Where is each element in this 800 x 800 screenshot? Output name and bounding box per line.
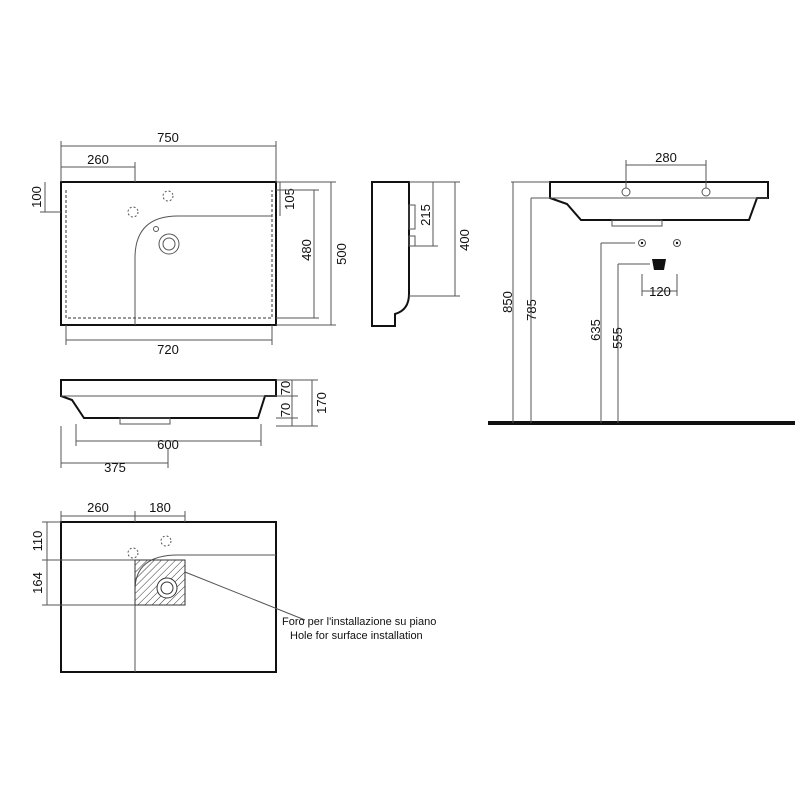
dim-170: 170: [314, 392, 329, 414]
dim-100: 100: [29, 186, 44, 208]
basin-inner-dashed: [65, 190, 273, 319]
side-bracket: [408, 204, 416, 230]
basin-front-profile: [60, 379, 277, 419]
side-bracket: [408, 235, 416, 247]
front-view: 70 70 170 600 375: [60, 379, 329, 475]
overflow-hole: [153, 226, 159, 232]
dim-600: 600: [157, 437, 179, 452]
water-supply-point: [638, 239, 646, 247]
dim-70a: 70: [278, 381, 293, 395]
dim-785: 785: [524, 299, 539, 321]
cutout-view: 260 180 110 164 Foro per l'installazione…: [30, 500, 436, 673]
side-view: 215 400: [371, 181, 472, 327]
drain-inner: [162, 237, 176, 251]
dim-280: 280: [655, 150, 677, 165]
basin-outline-top: [60, 181, 277, 326]
front-bracket: [119, 417, 171, 425]
elevation-view: 280 850 785 635 555 120: [488, 150, 795, 425]
top-view: 750 260 100 105 480 500 720: [29, 130, 349, 357]
dim-180: 180: [149, 500, 171, 515]
tap-hole-marker: [162, 190, 174, 202]
dim-260: 260: [87, 152, 109, 167]
basin-outline-cutout: [60, 521, 277, 673]
dim-555: 555: [610, 327, 625, 349]
tap-hole-elevation: [621, 187, 631, 197]
hole-note-en: Hole for surface installation: [290, 630, 423, 642]
dim-720: 720: [157, 342, 179, 357]
dim-70b: 70: [278, 403, 293, 417]
dim-105: 105: [282, 188, 297, 210]
hole-note-it: Foro per l'installazione su piano: [282, 616, 436, 628]
basin-side-profile: [371, 181, 410, 327]
elevation-bracket: [611, 219, 663, 227]
basin-elevation-profile: [549, 181, 769, 221]
dim-635: 635: [588, 319, 603, 341]
tap-hole-cutout: [127, 547, 139, 559]
dim-750: 750: [157, 130, 179, 145]
dim-500: 500: [334, 243, 349, 265]
tap-hole-marker: [127, 206, 139, 218]
dim-850: 850: [500, 291, 515, 313]
dim-260-cutout: 260: [87, 500, 109, 515]
dim-120: 120: [649, 284, 671, 299]
dim-110: 110: [30, 531, 45, 552]
water-supply-point: [673, 239, 681, 247]
dim-215: 215: [418, 204, 433, 226]
basin-bowl-curve: [134, 215, 272, 325]
drain-outer: [158, 233, 180, 255]
dim-164: 164: [30, 572, 45, 594]
dim-480: 480: [299, 239, 314, 261]
waste-outlet: [652, 259, 666, 270]
tap-hole-cutout: [160, 535, 172, 547]
dim-375: 375: [104, 460, 126, 475]
leader-line: [184, 571, 306, 621]
dim-400: 400: [457, 229, 472, 251]
cutout-drain: [156, 577, 178, 599]
tap-hole-elevation: [701, 187, 711, 197]
